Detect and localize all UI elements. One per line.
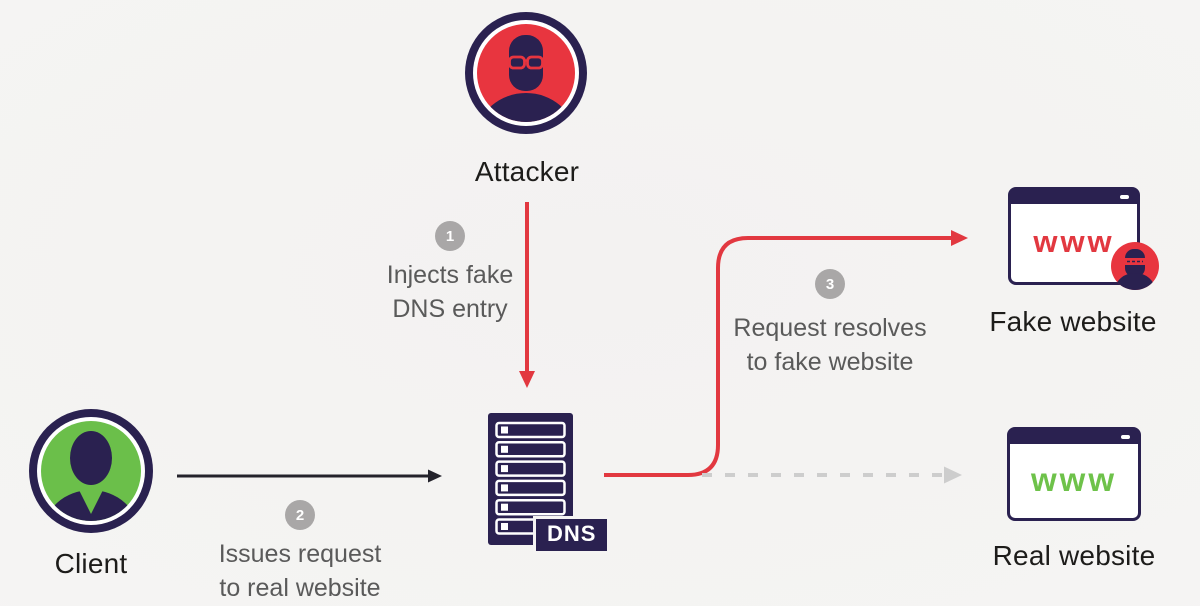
- client-label: Client: [54, 548, 128, 579]
- step-2-line2: to real website: [219, 574, 381, 602]
- step-3-line2: to fake website: [746, 348, 914, 376]
- fake-website-minimize-dash: [1120, 195, 1129, 199]
- step-1-text: Injects fake DNS entry: [340, 258, 560, 326]
- step-2-line1: Issues request: [218, 540, 382, 568]
- attacker-label: Attacker: [474, 156, 580, 187]
- step-1-line1: Injects fake: [386, 261, 514, 289]
- real-website-label: Real website: [992, 540, 1156, 571]
- step-3-line1: Request resolves: [733, 314, 927, 342]
- real-website-body: www: [1010, 444, 1138, 514]
- dns-label-badge: DNS: [533, 516, 611, 554]
- step-3-number: 3: [825, 275, 835, 293]
- fake-website-body: www: [1011, 204, 1137, 278]
- fake-website-label: Fake website: [989, 306, 1157, 337]
- fake-website-www-text: www: [1033, 223, 1115, 259]
- real-website-titlebar: [1010, 430, 1138, 444]
- real-website-minimize-dash: [1121, 435, 1130, 439]
- step-2-number: 2: [295, 506, 305, 524]
- step-2-badge: 2: [285, 500, 315, 530]
- fake-website-titlebar: [1011, 190, 1137, 204]
- step-3-badge: 3: [815, 269, 845, 299]
- step-3-text: Request resolves to fake website: [720, 311, 940, 379]
- client-avatar-icon: [29, 409, 153, 533]
- step-1-number: 1: [445, 227, 455, 245]
- attacker-avatar-icon: [465, 12, 587, 134]
- step-1-badge: 1: [435, 221, 465, 251]
- real-website-www-text: www: [1030, 460, 1117, 498]
- dns-server-icon: [488, 413, 573, 545]
- step-1-line2: DNS entry: [392, 295, 508, 323]
- fake-website-attacker-badge-icon: [1111, 242, 1159, 290]
- step-2-text: Issues request to real website: [190, 537, 410, 605]
- real-website-window-icon: www: [1007, 427, 1141, 521]
- dns-label: DNS: [547, 521, 597, 546]
